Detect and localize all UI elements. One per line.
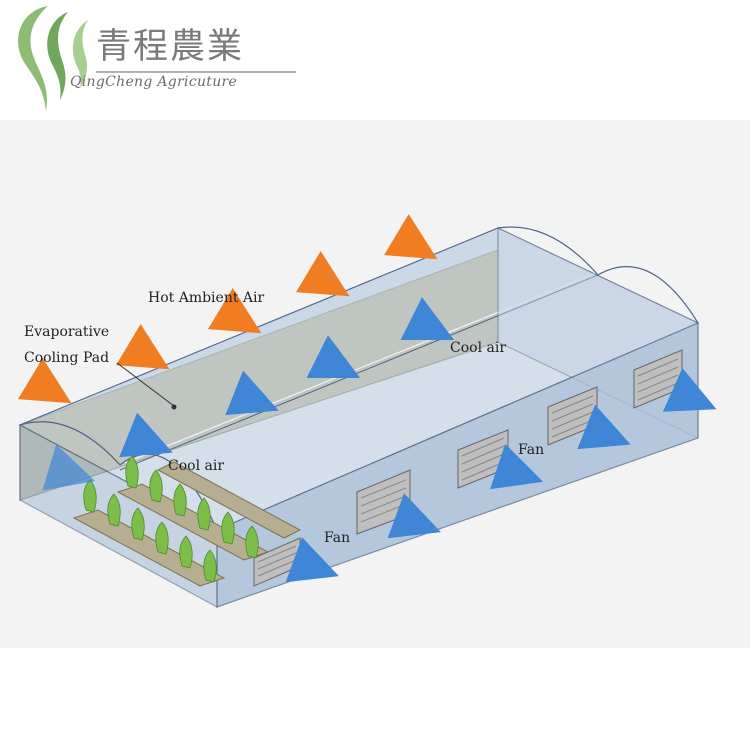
- plant-bench-3: [156, 461, 302, 539]
- cool-air-arrows: [42, 297, 717, 583]
- logo-english-name: QingCheng Agricuture: [70, 74, 238, 90]
- cooling-pad-dot: [171, 404, 177, 410]
- logo-chinese-name: 青程農業: [96, 27, 245, 67]
- label-hot-ambient-air: Hot Ambient Air: [148, 290, 265, 306]
- greenhouse-diagram: Hot Ambient Air Evaporative Cooling Pad …: [0, 120, 750, 648]
- label-fan-back: Fan: [518, 442, 544, 458]
- logo: 青程農業 QingCheng Agricuture: [0, 0, 750, 118]
- label-evaporative: Evaporative: [24, 324, 109, 340]
- label-cooling-pad: Cooling Pad: [24, 350, 109, 366]
- leaf-logo-icon: [18, 6, 88, 112]
- roof-arch-left: [19, 421, 121, 466]
- label-cool-air-bottom: Cool air: [168, 458, 224, 474]
- logo-underline: [96, 71, 296, 73]
- roof-arch-right: [497, 226, 599, 276]
- label-fan-front: Fan: [324, 530, 350, 546]
- cooling-pad-leader: [116, 362, 175, 407]
- plants: [83, 455, 259, 583]
- label-cool-air-top: Cool air: [450, 340, 506, 356]
- hot-air-arrows: [17, 213, 438, 404]
- roof-arch-right-2: [597, 266, 699, 324]
- greenhouse-svg: Hot Ambient Air Evaporative Cooling Pad …: [17, 213, 717, 609]
